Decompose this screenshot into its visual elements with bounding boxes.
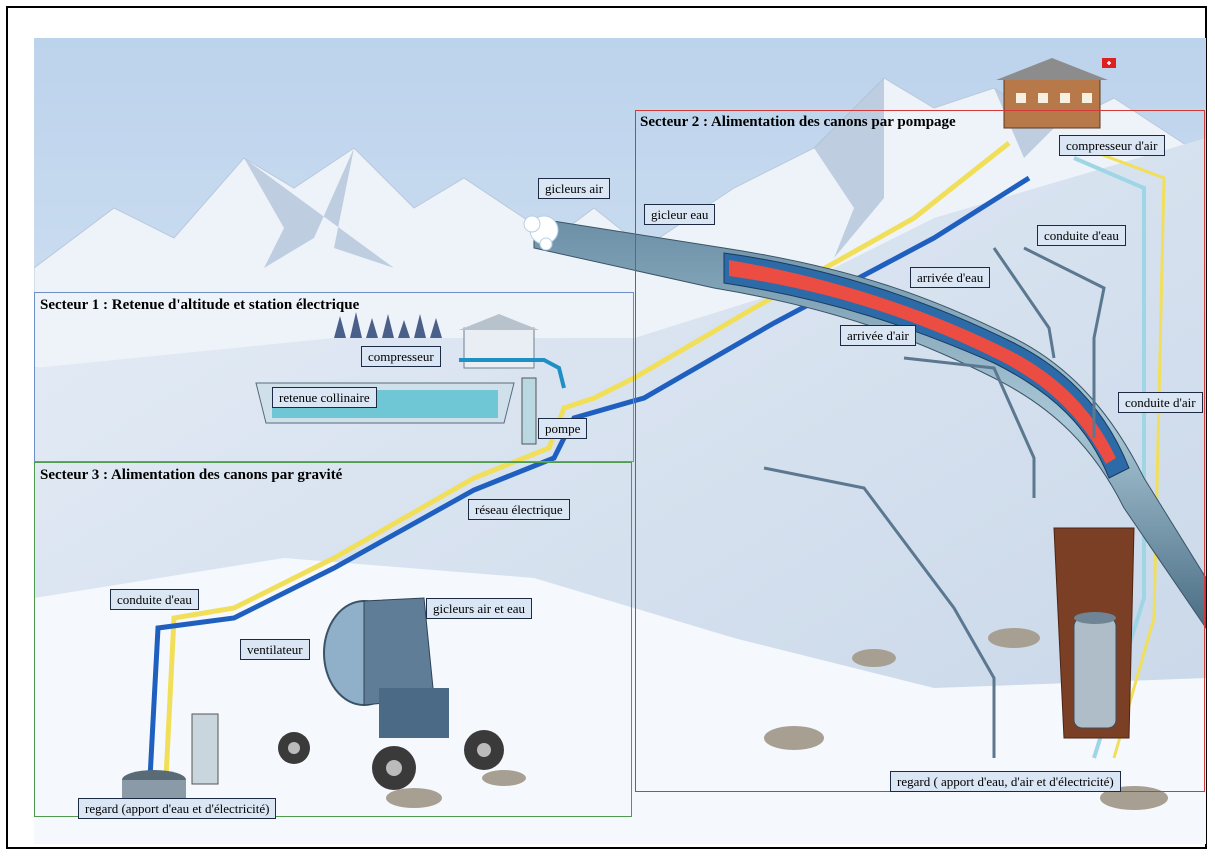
label-conduite-air: conduite d'air: [1118, 392, 1203, 413]
pump-station-roof: [459, 314, 539, 330]
sector-3-title: Secteur 3 : Alimentation des canons par …: [40, 467, 343, 483]
mountain-chalet: [996, 58, 1116, 129]
sector-3-box: [34, 462, 632, 817]
label-regard-left: regard (apport d'eau et d'électricité): [78, 798, 277, 819]
snow-spray: [523, 215, 559, 251]
compressor-line: [459, 358, 566, 389]
sector-1-title: Secteur 1 : Retenue d'altitude et statio…: [40, 297, 360, 313]
pine-forest: [334, 312, 442, 338]
label-compresseur: compresseur: [361, 346, 441, 367]
water-inlet-core: [729, 260, 1116, 464]
sector-2-title: Secteur 2 : Alimentation des canons par …: [640, 114, 956, 130]
label-arrivee-air: arrivée d'air: [840, 325, 916, 346]
mountain-shadow: [244, 78, 1054, 268]
label-conduite-eau-left: conduite d'eau: [110, 589, 199, 610]
label-arrivee-eau: arrivée d'eau: [910, 267, 991, 288]
snow-landscape: [34, 38, 1206, 844]
label-gicleurs-air-eau: gicleurs air et eau: [426, 598, 533, 619]
label-conduite-eau-right: conduite d'eau: [1037, 225, 1126, 246]
manhole-right: [1053, 527, 1135, 739]
label-regard-right: regard ( apport d'eau, d'air et d'électr…: [890, 771, 1121, 792]
label-reseau-electrique: réseau électrique: [468, 499, 570, 520]
manhole-left: [122, 713, 219, 798]
sector-2-box: [635, 110, 1205, 792]
illustration-scene: Secteur 1 : Retenue d'altitude et statio…: [34, 38, 1206, 844]
label-pompe: pompe: [538, 418, 588, 439]
label-gicleurs-air: gicleurs air: [538, 178, 611, 199]
label-ventilateur: ventilateur: [240, 639, 310, 660]
pole-cannons: [763, 246, 1106, 758]
rocks: [386, 628, 1168, 810]
label-compresseur-air: compresseur d'air: [1059, 135, 1165, 156]
snow-gun-fan: [278, 597, 504, 790]
figure-frame: Secteur 1 : Retenue d'altitude et statio…: [6, 6, 1207, 849]
label-retenue-collinaire: retenue collinaire: [272, 387, 377, 408]
label-gicleur-eau: gicleur eau: [644, 204, 716, 225]
sector-1-box: [34, 292, 634, 462]
pump-tank: [521, 377, 537, 445]
